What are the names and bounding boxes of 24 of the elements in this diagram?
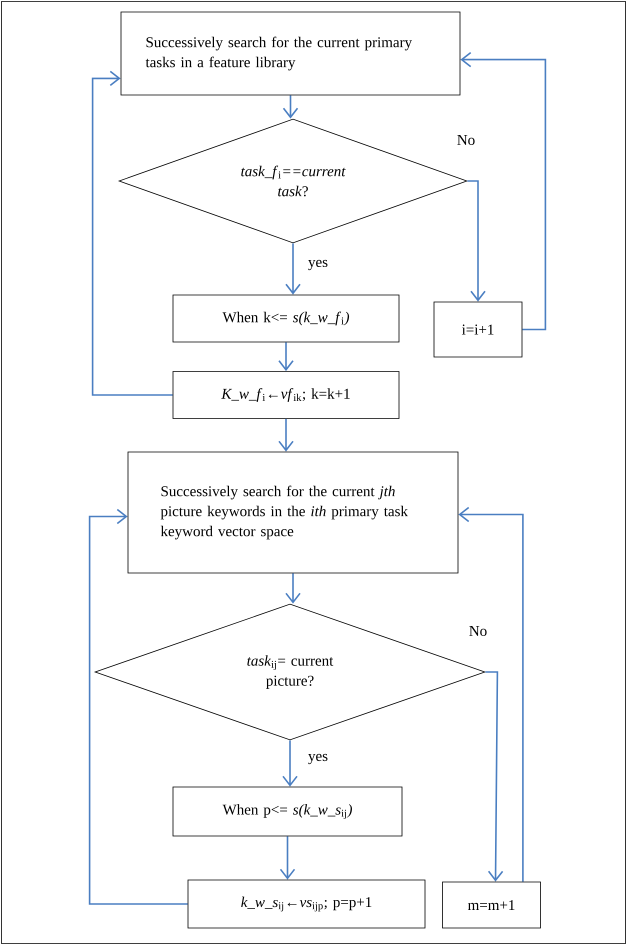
edge-label: yes xyxy=(307,752,329,766)
arrow xyxy=(285,573,301,604)
arrow xyxy=(458,506,524,882)
arrow xyxy=(92,70,173,396)
edge-label: yes xyxy=(307,258,329,272)
arrow xyxy=(285,243,301,295)
arrow xyxy=(485,671,504,882)
process-box: When p<= s(k_w_s$_{ij}$) xyxy=(172,786,402,836)
process-box: Successively search for the current jth picture keywords in the ith primary task keyword vector space xyxy=(128,452,458,574)
arrow xyxy=(278,418,294,452)
process-box: m=m+1 xyxy=(442,882,541,928)
process-box: i=i+1 xyxy=(434,302,522,358)
arrow xyxy=(88,508,188,905)
arrow xyxy=(282,95,298,119)
arrow xyxy=(467,180,486,302)
arrow xyxy=(280,836,296,880)
arrow xyxy=(278,342,294,372)
arrow xyxy=(460,52,546,330)
arrow xyxy=(282,740,298,787)
edge-label: No xyxy=(468,625,488,637)
process-box: When k<= s(k_w_f$_{i}$) xyxy=(172,294,400,342)
process-box: K_w_f$_{i}$←vf$_{ik}$; k=k+1 xyxy=(172,371,400,419)
process-box: k_w_s$_{ij}$←vs$_{ijp}$; p=p+1 xyxy=(188,880,426,928)
process-box: Successively search for the current primary tasks in a feature library xyxy=(120,12,460,96)
